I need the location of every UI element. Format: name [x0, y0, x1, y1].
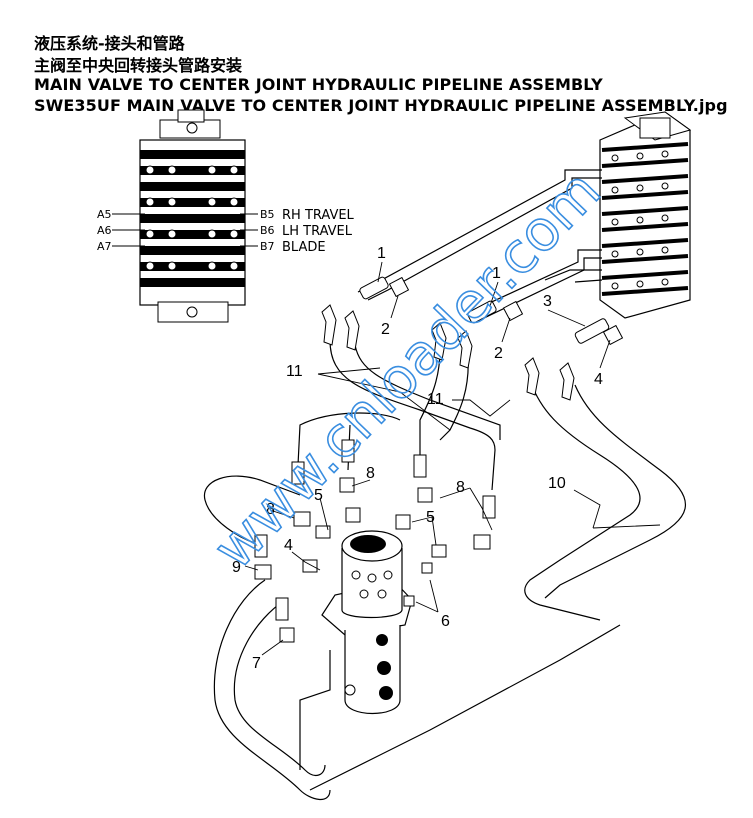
port-label-b6: B6: [260, 224, 275, 237]
port-label-b5: B5: [260, 208, 275, 221]
callout-8-top: 8: [366, 465, 375, 482]
fitting-3: [574, 318, 610, 344]
fitting-2b: [502, 300, 524, 322]
callout-11-lower: 11: [427, 391, 444, 408]
callout-5-right: 5: [426, 509, 435, 526]
function-label-blade: BLADE: [282, 240, 326, 255]
part-callouts: 1 2 1 2 3 4 11 11 10 8 8 8 5 5 4 9 6 7: [232, 245, 603, 672]
elbow-right-1: [524, 357, 540, 396]
callout-1-upper-left: 1: [377, 245, 386, 262]
title-file-name: SWE35UF MAIN VALVE TO CENTER JOINT HYDRA…: [34, 96, 728, 115]
function-label-lh-travel: LH TRAVEL: [282, 224, 353, 239]
elbow-mid-2: [457, 330, 473, 369]
callout-11-upper: 11: [286, 363, 303, 380]
fitting-2a: [388, 276, 410, 298]
callout-8-right: 8: [456, 479, 465, 496]
port-label-b7: B7: [260, 240, 275, 253]
callout-8-left: 8: [266, 501, 275, 518]
elbow-left-1: [321, 304, 337, 346]
callout-6: 6: [441, 613, 450, 630]
callout-5-left: 5: [314, 487, 323, 504]
hose-fittings: [254, 276, 624, 643]
title-chinese-assembly: 主阀至中央回转接头管路安装: [34, 56, 243, 75]
valve-slices: [601, 142, 689, 296]
valve-inset: A5 A6 A7 B5 B6 B7 RH TRAVEL LH TRAVEL BL…: [97, 109, 355, 323]
callout-4-left: 4: [284, 537, 293, 554]
title-english: MAIN VALVE TO CENTER JOINT HYDRAULIC PIP…: [34, 75, 603, 94]
elbow-right-2: [559, 362, 575, 401]
port-label-a7: A7: [97, 240, 112, 253]
port-label-a5: A5: [97, 208, 112, 221]
callout-10: 10: [548, 475, 566, 492]
callout-7: 7: [252, 655, 261, 672]
function-label-rh-travel: RH TRAVEL: [282, 208, 355, 223]
callout-1-upper-right: 1: [492, 265, 501, 282]
port-label-a6: A6: [97, 224, 112, 237]
callout-3: 3: [543, 293, 552, 310]
callout-2-upper-left: 2: [381, 321, 390, 338]
callout-9: 9: [232, 559, 241, 576]
fitting-1b: [467, 300, 497, 324]
fitting-1a: [359, 276, 389, 300]
elbow-left-2: [344, 310, 360, 351]
elbow-mid-1: [431, 322, 447, 361]
callout-2-upper-right: 2: [494, 345, 503, 362]
callout-leaders: [244, 261, 661, 656]
callout-4-right: 4: [594, 371, 603, 388]
valve-section-grid: [140, 122, 245, 318]
center-swivel-joint: [321, 530, 415, 715]
fitting-4a: [602, 324, 624, 346]
main-valve-body: [599, 111, 692, 319]
title-chinese-system: 液压系统-接头和管路: [34, 34, 185, 53]
